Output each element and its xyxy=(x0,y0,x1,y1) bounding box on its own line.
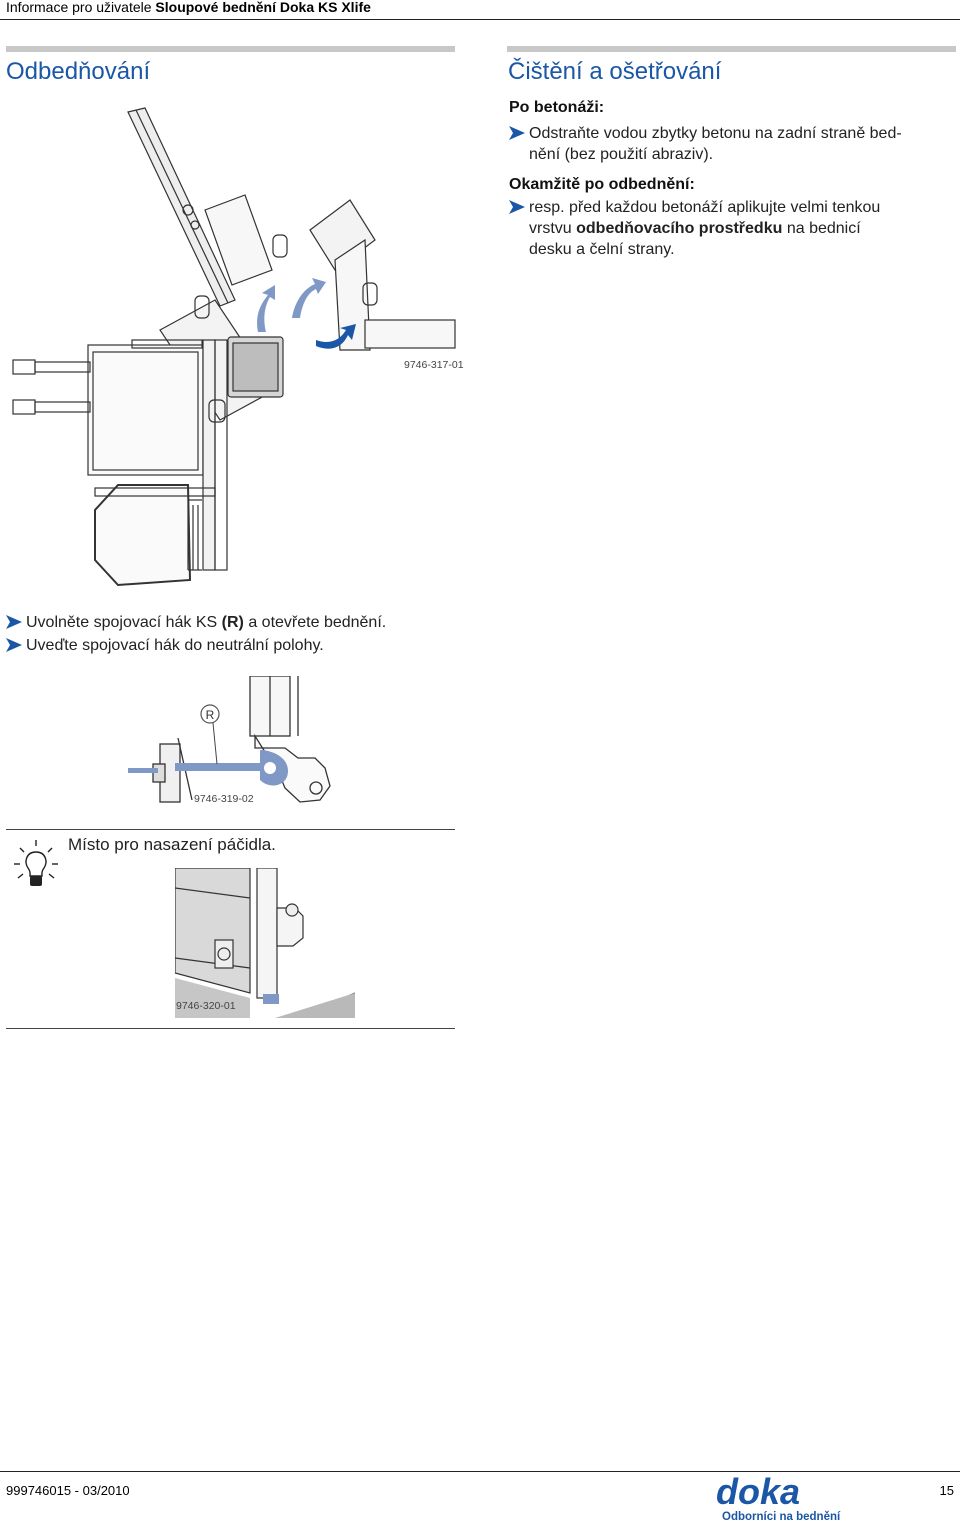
bullet-arrow-icon xyxy=(6,615,22,629)
subheading-after-concreting: Po betonáži: xyxy=(509,99,605,116)
header-rule xyxy=(0,19,960,20)
tip-rule xyxy=(6,829,455,830)
doka-logo: doka Odborníci na bednění xyxy=(712,1471,854,1524)
page-header: Informace pro uživatele Sloupové bednění… xyxy=(6,0,956,22)
step-neutral-position: Uveďte spojovací hák do neutrální polohy… xyxy=(6,635,456,656)
step-text: Uveďte spojovací hák do neutrální polohy… xyxy=(6,635,456,656)
subheading-after-stripping: Okamžitě po odbednění: xyxy=(509,176,695,193)
bullet-arrow-icon xyxy=(6,638,22,652)
svg-text:Odborníci na bednění: Odborníci na bednění xyxy=(722,1511,841,1523)
doka-logo-mark: doka Odborníci na bednění xyxy=(716,1471,841,1523)
bullet-clean-back: Odstraňte vodou zbytky betonu na zadní s… xyxy=(509,123,959,165)
step-fragment: Uveďte spojovací hák do neutrální polohy… xyxy=(26,637,324,654)
figure-number: 9746-317-01 xyxy=(404,359,464,371)
bullet-line: nění (bez použití abraziv). xyxy=(529,146,714,163)
step-bold-fragment: (R) xyxy=(221,614,244,631)
document-number: 999746015 - 03/2010 xyxy=(6,1483,130,1498)
figure-number: 9746-319-02 xyxy=(194,793,254,805)
bullet-line: resp. před každou betonáží aplikujte vel… xyxy=(529,199,881,216)
bullet-line: desku a čelní strany. xyxy=(529,241,675,258)
pry-bar-illustration xyxy=(175,868,355,1018)
tip-text: Místo pro nasazení páčidla. xyxy=(68,835,276,854)
stripping-illustration xyxy=(12,107,456,587)
coupling-hook-illustration: R xyxy=(128,676,331,803)
header-title: Sloupové bednění Doka KS Xlife xyxy=(155,0,371,15)
right-column-bar xyxy=(507,46,956,52)
header-prefix: Informace pro uživatele xyxy=(6,0,152,15)
bullet-arrow-icon xyxy=(509,200,525,214)
bullet-line: vrstvu odbedňovacího prostředku na bedni… xyxy=(529,220,861,237)
step-text: Uvolněte spojovací hák KS (R) a otevřete… xyxy=(6,612,456,633)
footer-rule xyxy=(0,1471,960,1472)
step-fragment: a otevřete bednění. xyxy=(243,614,387,631)
bullet-release-agent: resp. před každou betonáží aplikujte vel… xyxy=(509,197,959,260)
right-section-title: Čištění a ošetřování xyxy=(508,58,722,85)
figure-number: 9746-320-01 xyxy=(176,1000,236,1012)
step-fragment: Uvolněte spojovací hák KS xyxy=(26,614,222,631)
tip-end-rule xyxy=(6,1028,455,1029)
step-release-hook: Uvolněte spojovací hák KS (R) a otevřete… xyxy=(6,612,456,633)
svg-text:doka: doka xyxy=(716,1474,800,1512)
bullet-arrow-icon xyxy=(509,126,525,140)
left-column-bar xyxy=(6,46,455,52)
callout-r: R xyxy=(206,708,215,722)
lightbulb-icon xyxy=(14,840,58,886)
bullet-line: Odstraňte vodou zbytky betonu na zadní s… xyxy=(529,125,902,142)
left-section-title: Odbedňování xyxy=(6,58,151,85)
page-number: 15 xyxy=(939,1483,954,1498)
